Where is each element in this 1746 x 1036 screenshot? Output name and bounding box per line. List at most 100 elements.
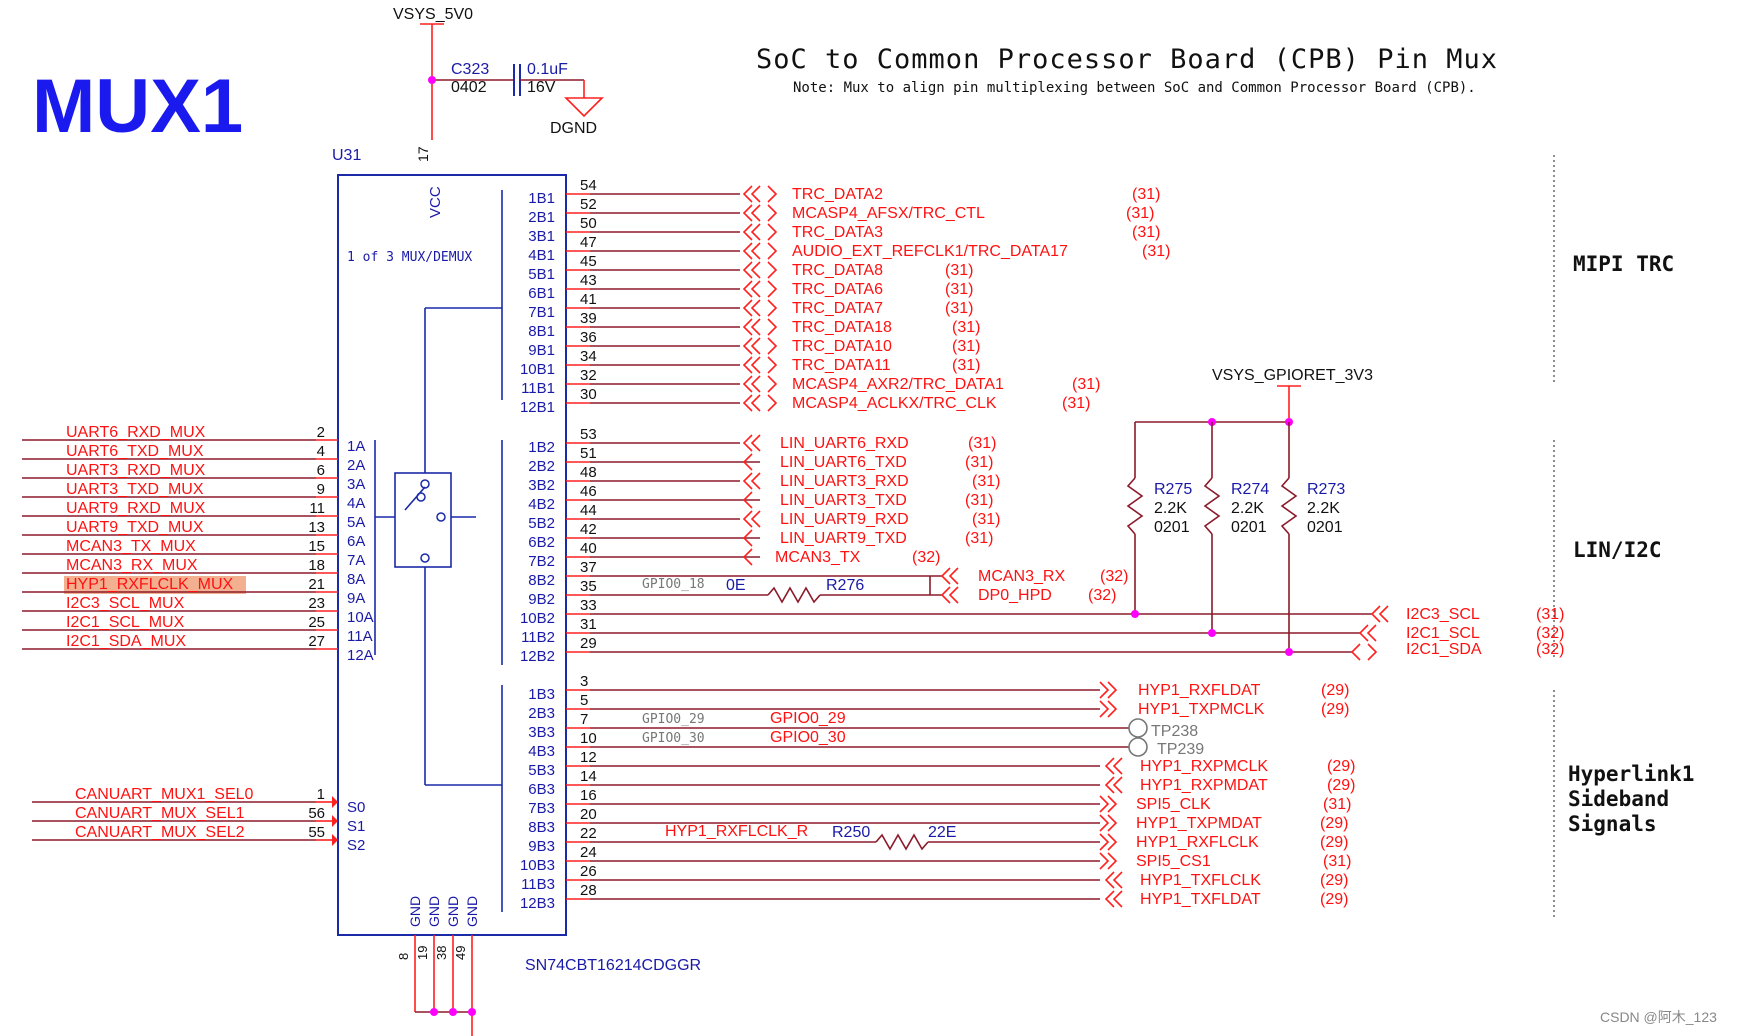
pullup-package: 0201 <box>1231 519 1267 536</box>
a-pin-num: 25 <box>308 614 325 631</box>
b3-ref: (29) <box>1320 891 1348 908</box>
b1-pin-row: 11B1 32 MCASP4_AXR2/TRC_DATA1 (31) <box>521 367 1100 397</box>
b2-ref: (31) <box>965 454 993 471</box>
b2-net-label: DP0_HPD <box>978 587 1052 604</box>
b1-ref: (31) <box>1132 224 1160 241</box>
b3-pin-num: 24 <box>580 844 597 861</box>
b2-net-label: LIN_UART6_RXD <box>780 435 909 452</box>
pullup-package: 0201 <box>1307 519 1343 536</box>
b3-pin-name: 5B3 <box>528 762 555 779</box>
b3-net-label: SPI5_CLK <box>1136 796 1211 813</box>
b2-net-label: LIN_UART6_TXD <box>780 454 907 471</box>
b3-pin-name: 4B3 <box>528 743 555 760</box>
b1-pin-num: 39 <box>580 310 597 327</box>
a-pin-name: 8A <box>347 571 365 588</box>
b3-ref: (29) <box>1321 682 1349 699</box>
b3-ref: (29) <box>1320 815 1348 832</box>
b2-net-label: MCAN3_TX <box>775 549 861 566</box>
b2-pin-name: 10B2 <box>520 610 555 627</box>
a-pin-num: 23 <box>308 595 325 612</box>
b1-ref: (31) <box>1126 205 1154 222</box>
section-lin-i2c: LIN/I2C <box>1573 538 1662 562</box>
a-pin-row: I2C1_SDA_MUX 27 12A <box>22 633 374 664</box>
b1-pin-num: 36 <box>580 329 597 346</box>
a-pin-row: MCAN3_TX_MUX 15 7A <box>22 538 365 569</box>
sel-pin-num: 1 <box>317 786 325 803</box>
b2-pin-num: 29 <box>580 635 597 652</box>
b3-pin-name: 11B3 <box>521 876 555 893</box>
a-pin-num: 4 <box>317 443 325 460</box>
b1-pin-row: 3B1 50 TRC_DATA3 (31) <box>528 215 1160 245</box>
dgnd-label: DGND <box>550 120 597 137</box>
b3-pin-name: 7B3 <box>528 800 555 817</box>
a-pin-name: 4A <box>347 495 365 512</box>
b1-ref: (31) <box>945 262 973 279</box>
b2-pin-name: 11B2 <box>521 629 555 646</box>
a-pin-row: UART6_RXD_MUX 2 1A <box>22 424 365 455</box>
gpio0-30-label: GPIO0_30 <box>642 731 705 746</box>
a-pin-num: 15 <box>308 538 325 555</box>
b1-net-label: MCASP4_ACLKX/TRC_CLK <box>792 395 997 412</box>
b2-pin-num: 46 <box>580 483 597 500</box>
a-net-label: UART9_RXD_MUX <box>66 500 206 517</box>
b2-ref: (32) <box>1536 625 1564 642</box>
testpoint-label: TP238 <box>1151 723 1198 740</box>
b1-ref: (31) <box>945 300 973 317</box>
sheet-note: Note: Mux to align pin multiplexing betw… <box>793 80 1476 96</box>
b1-net-label: TRC_DATA7 <box>792 300 883 317</box>
b1-ref: (31) <box>952 319 980 336</box>
b1-pin-name: 6B1 <box>528 285 555 302</box>
a-pin-row: UART9_TXD_MUX 13 6A <box>22 519 365 550</box>
gpio0-18-label: GPIO0_18 <box>642 577 705 592</box>
b2-pin-name: 8B2 <box>528 572 555 589</box>
b2-pin-name: 2B2 <box>528 458 555 475</box>
b2-pin-name: 4B2 <box>528 496 555 513</box>
sheet-title: SoC to Common Processor Board (CPB) Pin … <box>756 44 1498 75</box>
a-pin-num: 9 <box>317 481 325 498</box>
b2-net-label: I2C1_SDA <box>1406 641 1482 658</box>
b1-pin-num: 52 <box>580 196 597 213</box>
a-net-label: MCAN3_RX_MUX <box>66 557 198 574</box>
b2-pin-row: 4B2 46 LIN_UART3_TXD (31) <box>528 483 993 513</box>
gnd-pin-num: 38 <box>434 946 449 960</box>
b1-pin-num: 41 <box>580 291 597 308</box>
b1-ref: (31) <box>952 357 980 374</box>
b3-pin-row: 1B3 3 HYP1_RXFLDAT (29) <box>528 673 1349 703</box>
b3-net-label: HYP1_TXFLDAT <box>1140 891 1261 908</box>
b3-pin-name: 8B3 <box>528 819 555 836</box>
sel-pin-name: S1 <box>347 818 365 835</box>
b3-ref: (29) <box>1320 834 1348 851</box>
b1-pin-row: 7B1 41 TRC_DATA7 (31) <box>528 291 973 321</box>
b2-net-label: MCAN3_RX <box>978 568 1065 585</box>
a-pin-row: I2C1_SCL_MUX 25 11A <box>22 614 373 645</box>
b1-net-label: TRC_DATA3 <box>792 224 883 241</box>
b1-pin-num: 34 <box>580 348 597 365</box>
b3-pin-row: 2B3 5 HYP1_TXPMCLK (29) <box>528 692 1349 722</box>
b2-pin-row: 11B2 31 I2C1_SCL (32) <box>521 616 1564 646</box>
testpoint-label: TP239 <box>1157 741 1204 758</box>
b2-pin-num: 40 <box>580 540 597 557</box>
b1-pin-name: 2B1 <box>528 209 555 226</box>
b3-pin-row: 3B3 7 TP238 <box>528 711 1198 741</box>
sel-pin-num: 55 <box>308 824 325 841</box>
b1-pin-row: 10B1 34 TRC_DATA11 (31) <box>520 348 981 378</box>
a-pin-name: 7A <box>347 552 365 569</box>
cap-package: 0402 <box>451 79 487 96</box>
b2-pin-row: 10B2 33 I2C3_SCL (31) <box>520 597 1565 627</box>
b3-pin-name: 12B3 <box>520 895 555 912</box>
b2-net-label: LIN_UART3_TXD <box>780 492 907 509</box>
gnd-pins: GND GND GND GND 8 19 38 49 <box>396 896 480 1036</box>
b3-pin-num: 16 <box>580 787 597 804</box>
b2-pin-num: 51 <box>580 445 597 462</box>
b1-pin-num: 30 <box>580 386 597 403</box>
b2-pin-num: 44 <box>580 502 597 519</box>
b1-pin-row: 8B1 39 TRC_DATA18 (31) <box>528 310 980 340</box>
sel-net-label: CANUART_MUX_SEL1 <box>75 805 245 822</box>
b1-pin-name: 11B1 <box>521 380 555 397</box>
a-pin-name: 3A <box>347 476 365 493</box>
b3-net-label: HYP1_RXPMCLK <box>1140 758 1268 775</box>
b2-ref: (31) <box>965 492 993 509</box>
b2-ref: (31) <box>968 435 996 452</box>
gnd-pin-num: 49 <box>453 946 468 960</box>
a-net-label: I2C1_SCL_MUX <box>66 614 185 631</box>
